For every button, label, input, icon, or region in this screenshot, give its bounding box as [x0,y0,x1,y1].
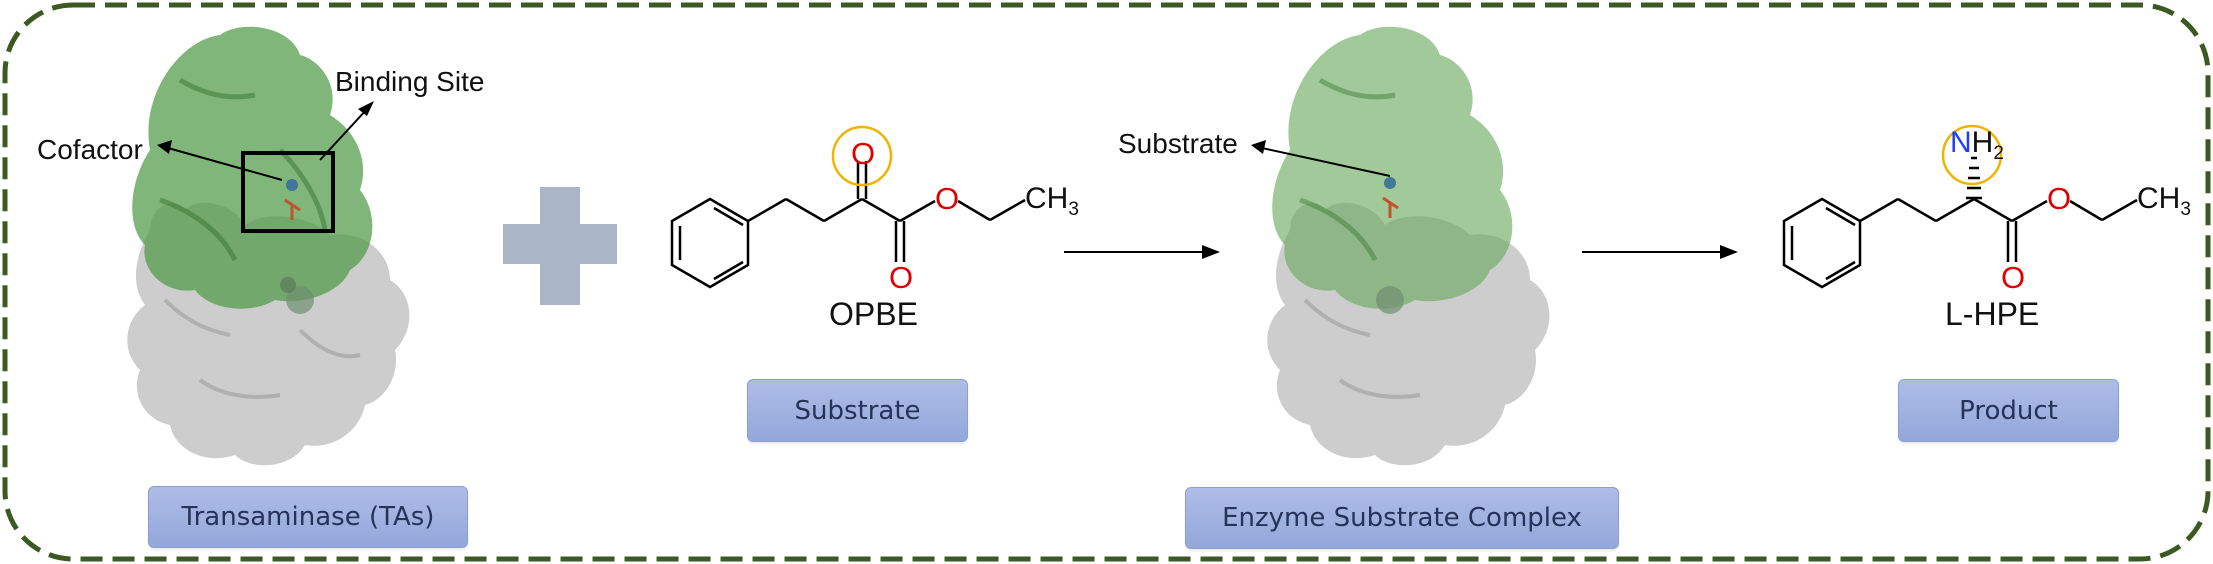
lhpe-carbonyl-oxygen: O [2001,260,2026,295]
lhpe-ester-oxygen: O [2047,181,2072,216]
lhpe-amine: NH2 [1950,126,2004,165]
product-badge: Product [1898,379,2119,442]
opbe-ester-oxygen: O [935,181,960,216]
substrate-badge: Substrate [747,379,968,442]
lhpe-methyl-sub: 3 [2180,199,2191,220]
cofactor-arrowhead [157,140,172,154]
substrate-pointer-arrowhead [1251,140,1266,154]
lhpe-amine-n: N [1950,126,1972,159]
cofactor-label: Cofactor [37,134,143,165]
plus-icon [503,187,617,305]
substrate-pointer-label: Substrate [1118,128,1238,159]
binding-site-arrow [319,107,369,161]
amine-highlight-circle [1941,124,2003,186]
substrate-pointer-arrow [1261,147,1391,177]
enzyme-substrate-complex-image [1267,26,1550,466]
transaminase-badge: Transaminase (TAs) [148,486,468,548]
lhpe-methyl-c: CH [2137,182,2181,215]
opbe-methyl: CH3 [1025,182,1079,221]
binding-site-label: Binding Site [335,66,485,97]
complex-badge: Enzyme Substrate Complex [1185,487,1619,549]
lhpe-amine-sub: 2 [1993,143,2004,164]
lhpe-amine-h: H [1971,126,1994,159]
ketone-highlight-circle [831,125,893,187]
opbe-methyl-c: CH [1025,182,1069,215]
lhpe-name-label: L-HPE [1945,296,2040,332]
lhpe-methyl: CH3 [2137,182,2191,221]
opbe-carbonyl-oxygen: O [889,260,914,295]
reaction-arrow-2-head [1720,245,1738,259]
opbe-ketone-oxygen: O [851,136,876,171]
opbe-name-label: OPBE [829,296,918,332]
lhpe-structure [1782,156,2138,289]
opbe-structure [670,161,1026,289]
cofactor-arrow [167,147,283,181]
binding-site-box [241,151,335,233]
transaminase-protein-image [127,26,410,466]
opbe-methyl-sub: 3 [1068,199,1079,220]
reaction-arrow-1-head [1202,245,1220,259]
binding-site-arrowhead [358,101,374,116]
